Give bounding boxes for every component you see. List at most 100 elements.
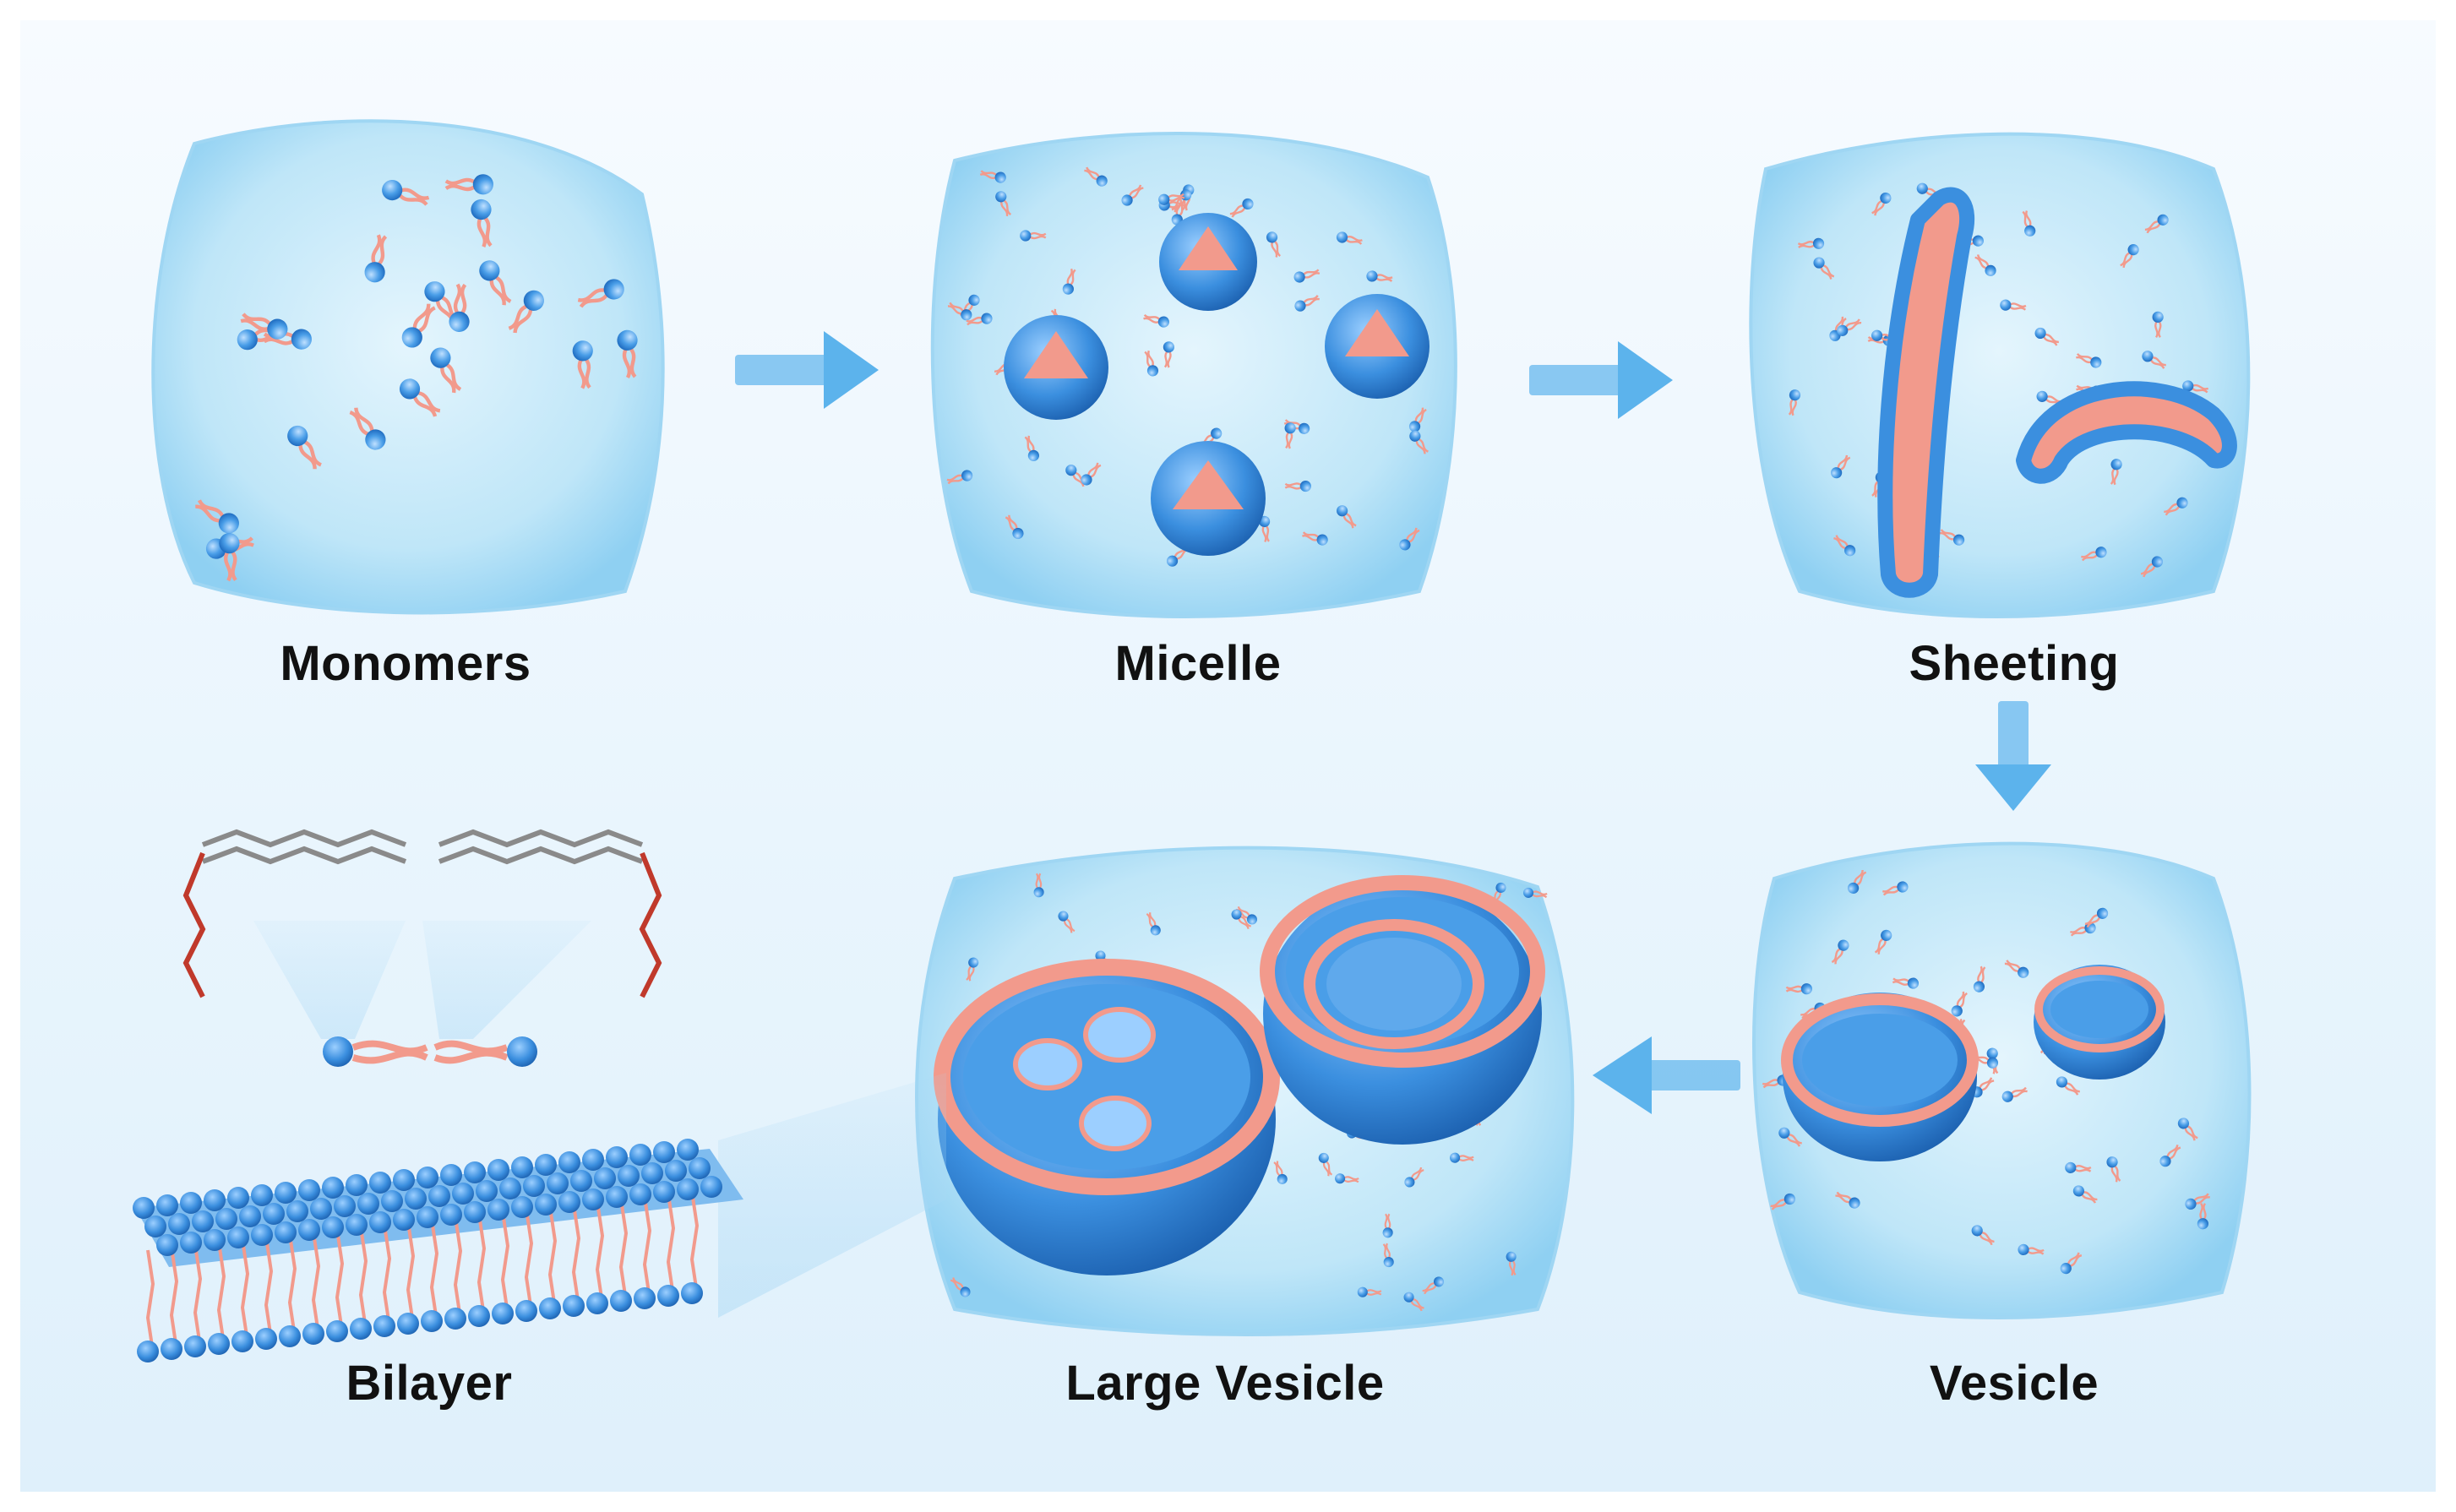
monomer: [2177, 1118, 2198, 1141]
monomer: [219, 533, 240, 582]
monomer: [2185, 1193, 2210, 1210]
monomer: [1293, 269, 1321, 283]
micelle-blob: [930, 131, 1457, 618]
monomer: [1788, 389, 1801, 416]
monomer: [572, 340, 593, 389]
micelle-structures: [1004, 213, 1429, 556]
monomer: [349, 407, 386, 450]
monomer: [1144, 350, 1159, 377]
molecule-structure-right: [438, 829, 662, 998]
monomer: [449, 283, 470, 332]
monomer: [1335, 1173, 1359, 1184]
monomer: [995, 191, 1012, 217]
monomer: [364, 234, 388, 283]
monomer: [1785, 983, 1812, 995]
monomer: [2072, 1185, 2098, 1204]
monomer: [2106, 1156, 2121, 1183]
arrow-sheeting-to-vesicle: [1975, 701, 2051, 811]
monomer: [1366, 270, 1393, 282]
sheeting-structures: [1877, 187, 2237, 598]
monomer: [1892, 977, 1920, 989]
vesicle-structures: [1781, 965, 2165, 1161]
monomer: [2060, 1252, 2083, 1275]
monomer: [577, 279, 624, 308]
vesicle-blob: [1752, 841, 2252, 1319]
monomer: [1813, 257, 1835, 280]
monomer: [1146, 911, 1161, 936]
monomer: [1835, 1191, 1860, 1209]
monomer: [1522, 887, 1548, 899]
monomer: [1831, 939, 1849, 965]
monomer: [1318, 1152, 1333, 1177]
monomer: [1294, 295, 1320, 312]
curved-sheet: [2016, 381, 2237, 484]
arrow-micelle-to-sheeting: [1529, 341, 1673, 419]
monomer: [1231, 909, 1252, 930]
monomer: [2056, 1076, 2080, 1096]
monomer: [444, 174, 493, 195]
monomer: [1409, 430, 1429, 454]
monomer: [2022, 210, 2036, 237]
monomer: [1158, 193, 1185, 205]
monomer: [1871, 192, 1892, 216]
monomer: [399, 378, 441, 417]
monomer: [1302, 531, 1328, 546]
monomer: [2152, 311, 2164, 339]
label-bilayer: Bilayer: [346, 1356, 513, 1411]
monomer: [1881, 881, 1909, 896]
monomer: [1408, 407, 1427, 432]
sheeting-blob: [1749, 132, 2251, 618]
molecule-beam: [253, 921, 406, 1039]
monomer: [979, 170, 1006, 183]
arrow-monomers-to-micelle: [735, 331, 879, 409]
monomer: [1422, 1276, 1445, 1295]
monomer: [2084, 907, 2109, 928]
monomer: [1778, 1127, 1802, 1147]
monomer: [2004, 960, 2029, 978]
monomer: [966, 313, 993, 326]
monomer: [1283, 419, 1310, 434]
monomer: [2000, 299, 2027, 311]
monomer: [1971, 1225, 1995, 1246]
label-large-vesicle: Large Vesicle: [1065, 1356, 1385, 1411]
zoom-beam: [718, 1073, 946, 1318]
monomer: [240, 313, 288, 340]
monomer: [1847, 869, 1867, 894]
monomer: [1382, 1243, 1394, 1268]
monomer: [1273, 1161, 1288, 1184]
monomer: [2142, 351, 2166, 369]
monomer: [1005, 514, 1024, 540]
free-monomers: [195, 166, 2210, 1312]
monomer: [1939, 529, 1965, 546]
monomer: [2164, 497, 2188, 516]
monomer: [1058, 911, 1076, 933]
monomer: [2144, 214, 2169, 234]
monomer: [2076, 352, 2102, 368]
bilayer-illustration: [133, 829, 946, 1362]
monomer: [2034, 327, 2059, 346]
monomer: [1797, 237, 1825, 249]
monomer: [508, 290, 544, 334]
monomer: [430, 347, 462, 394]
monomer: [1121, 184, 1144, 206]
molecule-structure-left: [182, 829, 407, 998]
monomer: [1284, 422, 1296, 449]
label-vesicle: Vesicle: [1929, 1356, 2099, 1411]
monomer: [1266, 231, 1282, 258]
monomer: [2159, 1145, 2181, 1167]
monomer: [2110, 459, 2122, 486]
monomer: [946, 470, 973, 485]
label-micelle: Micelle: [1114, 636, 1282, 691]
monomer: [966, 957, 979, 982]
arrow-vesicle-to-large-vesicle: [1593, 1036, 1740, 1114]
monomer: [2018, 1243, 2045, 1256]
label-sheeting: Sheeting: [1909, 636, 2120, 691]
monomer: [2081, 547, 2107, 562]
monomer: [1163, 341, 1174, 368]
monomer: [1024, 435, 1040, 461]
monomer: [2120, 244, 2139, 269]
monomer: [2065, 1161, 2092, 1173]
monomer: [1974, 254, 1996, 276]
monomer: [1973, 965, 1986, 993]
